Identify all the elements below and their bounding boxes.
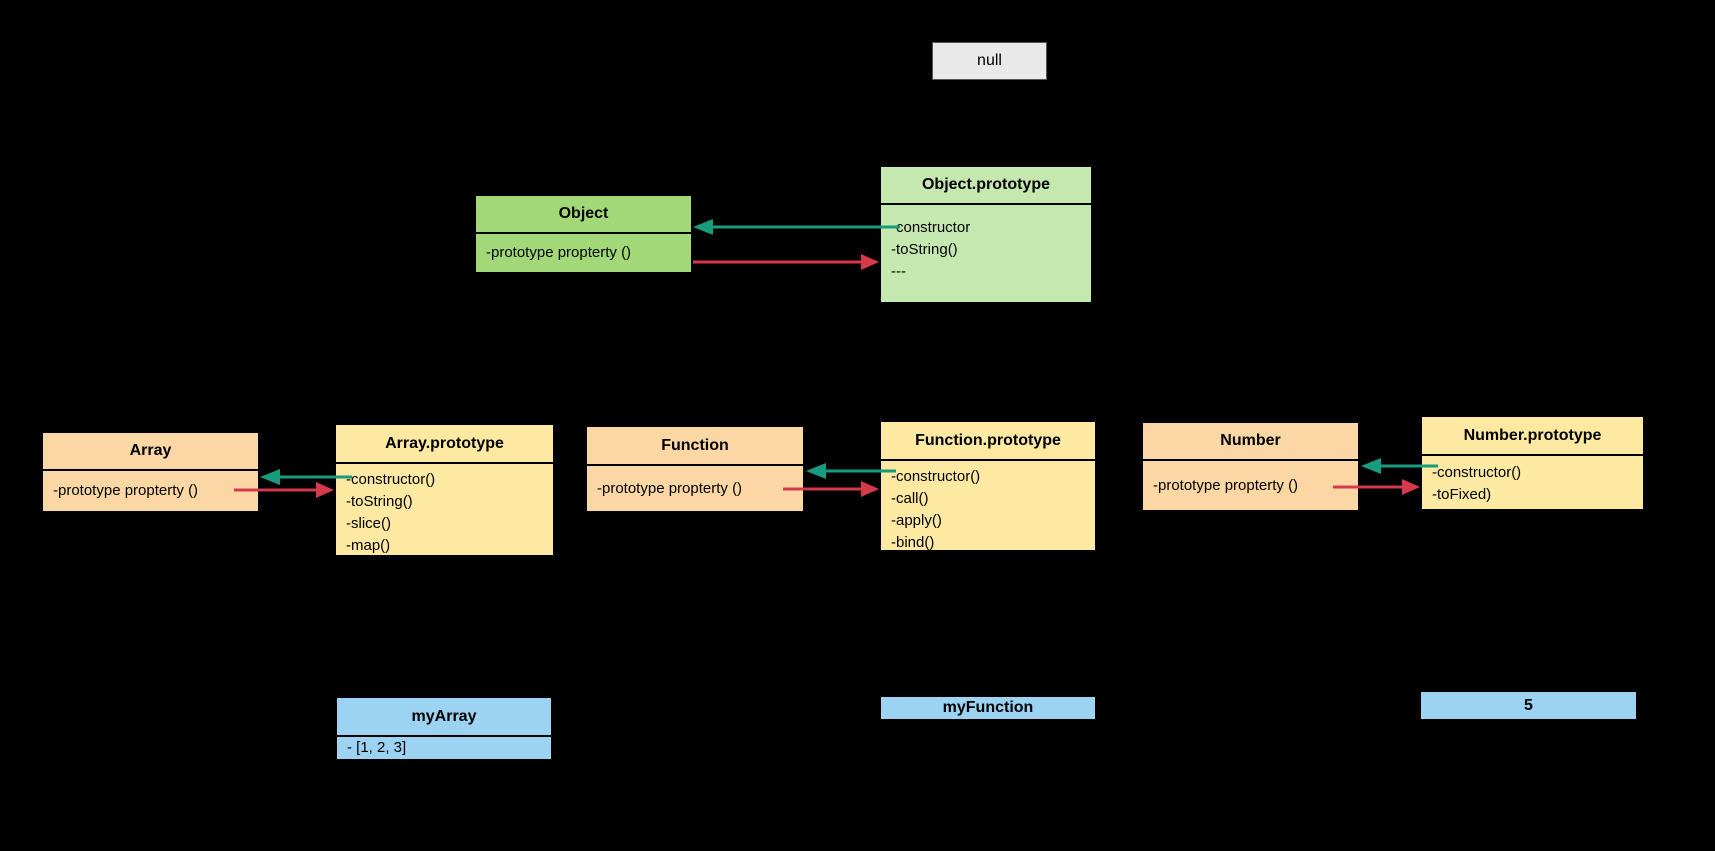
array-prototype-member-constructor: -constructor() [346,471,436,488]
five-box-title: 5 [1524,696,1533,714]
function-prototype-box-title: Function.prototype [881,422,1095,461]
my-function-box-title: myFunction [942,699,1034,716]
array-prototype-box-title: Array.prototype [336,425,553,464]
null-box-title: null [977,52,1002,69]
my-function-box: myFunction [879,695,1097,721]
function-prototype-member-call: -call() [891,490,929,507]
number-box: Number -prototype propterty () [1141,421,1360,512]
arrow-object-prototype-property-to-object-prototype [693,254,879,270]
null-box: null [932,42,1047,80]
number-member-prototype-property: -prototype propterty () [1153,476,1299,494]
object-prototype-member-ellipsis: --- [891,263,906,280]
function-prototype-member-constructor: -constructor() [891,468,981,485]
number-prototype-member-constructor: -constructor() [1432,464,1522,481]
object-prototype-member-constructor: -constructor [891,219,971,236]
function-member-prototype-property: -prototype propterty () [597,479,743,497]
object-prototype-box: Object.prototype -constructor -toString(… [879,165,1093,304]
my-array-member-value: - [1, 2, 3] [347,739,407,756]
array-box-title: Array [43,433,258,471]
number-prototype-box-title: Number.prototype [1422,417,1643,456]
number-prototype-member-tofixed: -toFixed) [1432,486,1492,503]
array-prototype-member-map: -map() [346,537,391,554]
array-member-prototype-property: -prototype propterty () [53,482,199,499]
number-prototype-box: Number.prototype -constructor() -toFixed… [1420,415,1645,511]
function-prototype-member-bind: -bind() [891,534,935,551]
object-box: Object -prototype propterty () [474,194,693,274]
my-array-box: myArray - [1, 2, 3] [335,696,553,761]
function-prototype-member-apply: -apply() [891,512,942,529]
arrow-object-prototype-constructor-to-object [693,219,900,235]
my-array-box-title: myArray [337,698,551,737]
number-box-title: Number [1143,423,1358,461]
function-prototype-box: Function.prototype -constructor() -call(… [879,420,1097,552]
object-member-prototype-property: -prototype propterty () [486,244,632,261]
array-box: Array -prototype propterty () [41,431,260,513]
array-prototype-box: Array.prototype -constructor() -toString… [334,423,555,557]
object-box-title: Object [476,196,691,234]
function-box: Function -prototype propterty () [585,425,805,513]
array-prototype-member-tostring: -toString() [346,493,413,510]
five-box: 5 [1419,690,1638,721]
array-prototype-member-slice: -slice() [346,515,391,532]
object-prototype-member-tostring: -toString() [891,241,958,258]
function-box-title: Function [587,427,803,466]
object-prototype-box-title: Object.prototype [881,167,1091,205]
